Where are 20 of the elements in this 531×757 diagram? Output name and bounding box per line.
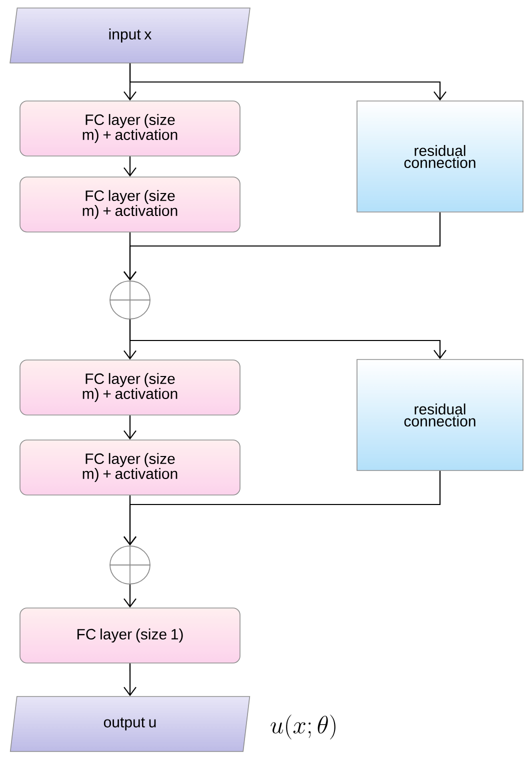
fc-layer-box: FC layer (size 1) bbox=[20, 608, 240, 664]
fc-layer-box: FC layer (size m) + activation bbox=[20, 100, 240, 156]
fc-layer-box: FC layer (size m) + activation bbox=[20, 440, 240, 496]
formula-label: $u(x;\theta)$ bbox=[270, 714, 336, 740]
residual-connection-box: residual connection bbox=[356, 359, 524, 471]
fc-layer-box: FC layer (size m) + activation bbox=[20, 176, 240, 232]
arrow bbox=[129, 319, 446, 360]
arrow bbox=[124, 415, 136, 440]
sum-circle bbox=[109, 545, 151, 585]
arrow bbox=[129, 63, 446, 101]
sum-circle bbox=[109, 280, 151, 320]
arrow bbox=[124, 663, 136, 696]
fc-layer-box: FC layer (size m) + activation bbox=[20, 360, 240, 416]
arrow bbox=[124, 212, 441, 281]
arrow bbox=[124, 584, 136, 608]
arrow bbox=[124, 156, 136, 177]
arrow bbox=[124, 470, 441, 546]
data-parallelogram: output u bbox=[10, 696, 250, 752]
data-parallelogram: input x bbox=[10, 8, 250, 64]
residual-connection-box: residual connection bbox=[356, 100, 524, 212]
